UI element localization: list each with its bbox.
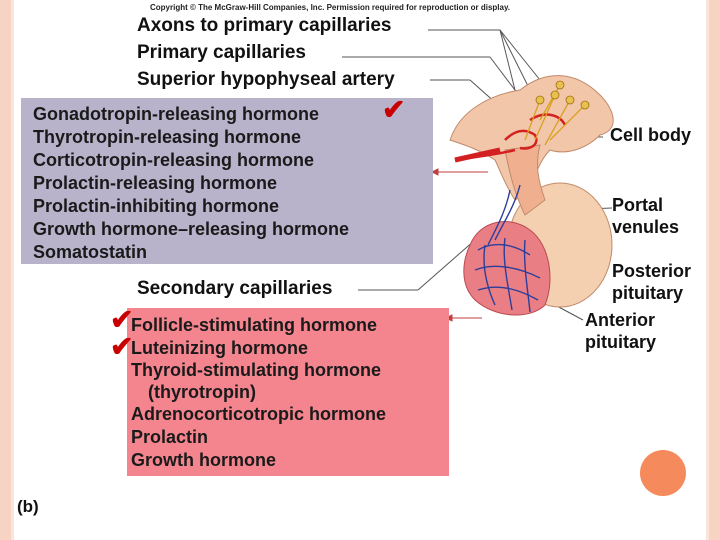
hypothalamic-hormone: Prolactin-releasing hormone <box>33 173 278 193</box>
copyright-notice: Copyright © The McGraw-Hill Companies, I… <box>150 3 511 12</box>
label-cell-body: Cell body <box>610 125 692 145</box>
hypothalamic-hormone: Somatostatin <box>33 242 148 262</box>
anterior-hormone: (thyrotropin) <box>148 382 256 402</box>
anterior-hormone: Growth hormone <box>131 450 276 470</box>
superior-artery-vessel <box>454 147 501 163</box>
anterior-pituitary-hormones-box <box>127 308 449 476</box>
checkmark-icon: ✔ <box>382 94 406 125</box>
accent-circle <box>640 450 686 496</box>
label-portal-venules: Portal <box>612 195 664 215</box>
label-anterior-pituitary: pituitary <box>585 332 657 352</box>
hypothalamic-hormone: Prolactin-inhibiting hormone <box>33 196 279 216</box>
hypothalamic-hormone: Growth hormone–releasing hormone <box>33 219 350 239</box>
anterior-hormone: Thyroid-stimulating hormone <box>131 360 381 380</box>
anterior-hormone: Luteinizing hormone <box>131 338 308 358</box>
hypothalamic-hormones-box <box>21 98 433 264</box>
label-anterior-pituitary: Anterior <box>585 310 656 330</box>
left-decor-stripe <box>0 0 11 540</box>
label-secondary-capillaries: Secondary capillaries <box>137 278 333 299</box>
figure-label: (b) <box>17 497 39 516</box>
checkmark-icon: ✔ <box>110 331 134 362</box>
label-superior-hypophyseal-artery: Superior hypophyseal artery <box>137 69 395 90</box>
hypothalamic-hormone: Thyrotropin-releasing hormone <box>33 127 302 147</box>
left-decor-stripe-light <box>11 0 14 540</box>
hypothalamic-hormone: Gonadotropin-releasing hormone <box>33 104 320 124</box>
label-portal-venules: venules <box>612 217 680 237</box>
anterior-hormone: Follicle-stimulating hormone <box>131 315 378 335</box>
label-posterior-pituitary: Posterior <box>612 261 692 281</box>
anterior-hormone: Adrenocorticotropic hormone <box>131 404 387 424</box>
hypothalamic-hormone: Corticotropin-releasing hormone <box>33 150 315 170</box>
checkmark-icon: ✔ <box>110 304 134 335</box>
label-posterior-pituitary: pituitary <box>612 283 684 303</box>
label-primary-capillaries: Primary capillaries <box>137 42 306 63</box>
anterior-hormone: Prolactin <box>131 427 209 447</box>
right-decor-stripe <box>709 0 720 540</box>
label-axons-to-primary-capillaries: Axons to primary capillaries <box>137 15 392 36</box>
right-decor-stripe-light <box>706 0 709 540</box>
